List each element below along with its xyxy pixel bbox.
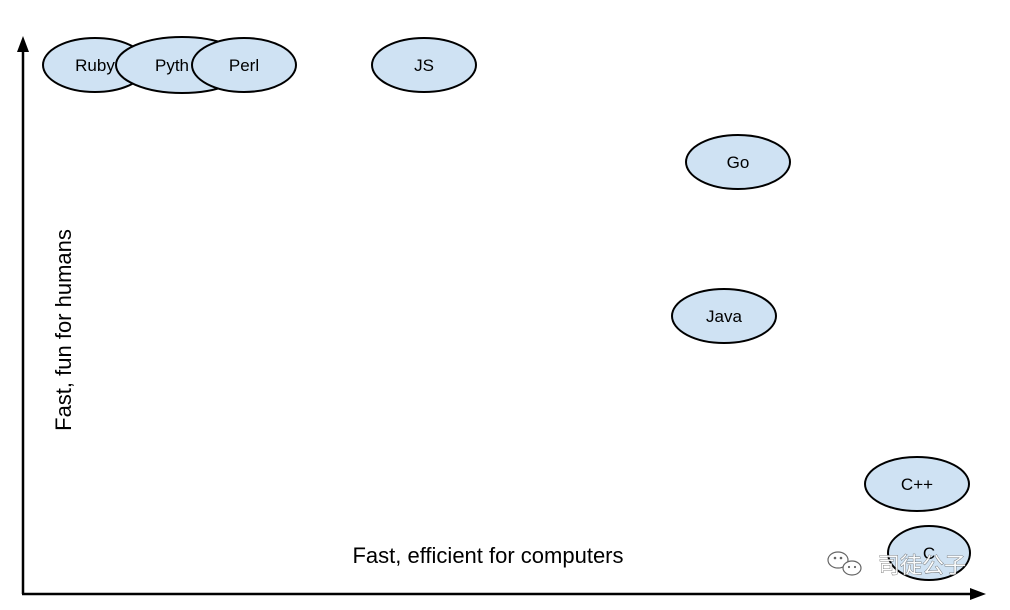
node-c-label: C (923, 544, 935, 563)
node-java-label: Java (706, 307, 742, 326)
node-java: Java (671, 288, 777, 344)
node-go: Go (685, 134, 791, 190)
node-go-label: Go (727, 153, 750, 172)
node-perl: Perl (191, 37, 297, 93)
watermark: 司徒公子 (827, 551, 966, 579)
node-c: C (887, 525, 971, 581)
node-js: JS (371, 37, 477, 93)
x-axis-title: Fast, efficient for computers (352, 543, 623, 568)
node-js-label: JS (414, 56, 434, 75)
wechat-icon (827, 551, 862, 576)
node-ruby-label: Ruby (75, 56, 115, 75)
y-axis-arrowhead (17, 36, 29, 52)
node-ruby: Ruby (42, 37, 148, 93)
y-axis-title: Fast, fun for humans (51, 229, 76, 431)
node-cpp: C++ (864, 456, 970, 512)
node-python-label: Pyth (155, 56, 189, 75)
watermark-text: 司徒公子 (878, 554, 966, 579)
x-axis-arrowhead (970, 588, 986, 600)
node-perl-label: Perl (229, 56, 259, 75)
node-cpp-label: C++ (901, 475, 933, 494)
